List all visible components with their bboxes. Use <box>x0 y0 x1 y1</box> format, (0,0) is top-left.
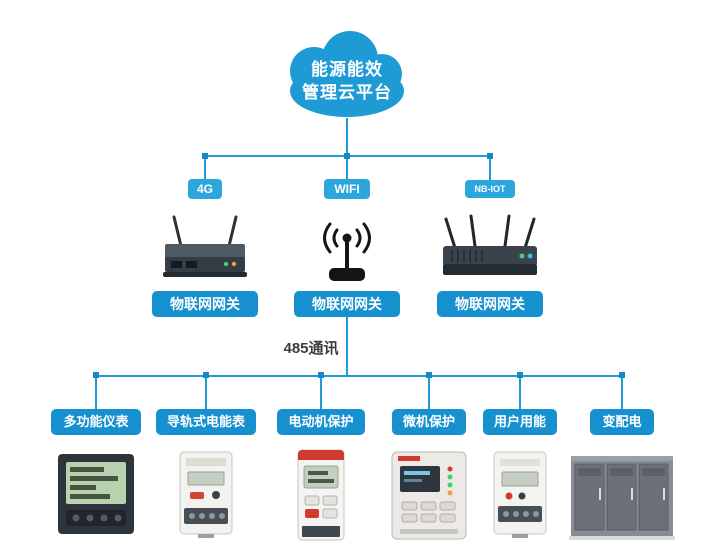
cellular-router-image <box>163 215 247 277</box>
connector-cloud-drop <box>346 118 348 156</box>
device-label-micro-protection: 微机保护 <box>392 409 466 435</box>
connector-485-bus <box>95 375 624 377</box>
nbiot-router-image <box>443 214 537 275</box>
junction-dot <box>426 372 432 378</box>
connector-gateway-to-bus <box>346 317 348 376</box>
gateway-label-nbiot: 物联网网关 <box>437 291 543 317</box>
device-label-motor-protection: 电动机保护 <box>277 409 365 435</box>
badge-nb-iot: NB-IOT <box>465 180 515 198</box>
device-label-user-energy: 用户用能 <box>483 409 557 435</box>
badge-wifi: WIFI <box>324 179 370 199</box>
cloud-icon <box>290 31 404 117</box>
gateway-label-wifi: 物联网网关 <box>294 291 400 317</box>
junction-dot <box>487 153 493 159</box>
wifi-antenna-image <box>323 222 371 281</box>
junction-dot <box>93 372 99 378</box>
din-rail-energy-meter-image <box>179 451 233 538</box>
connector-drop-device4 <box>428 377 430 409</box>
gateway-label-4g: 物联网网关 <box>152 291 258 317</box>
junction-dot <box>344 153 350 159</box>
multifunction-meter-image <box>58 454 134 534</box>
device-label-din-rail-meter: 导轨式电能表 <box>156 409 256 435</box>
connector-drop-nbiot <box>489 157 491 180</box>
junction-dot <box>517 372 523 378</box>
connector-drop-device2 <box>205 377 207 409</box>
power-distribution-cabinets-image <box>569 456 675 540</box>
cloud-title-line2: 管理云平台 <box>302 83 392 102</box>
bus-485-label: 485通讯 <box>283 340 339 357</box>
microcomputer-protector-image <box>391 451 467 540</box>
user-energy-meter-image <box>493 451 547 538</box>
connector-drop-device5 <box>519 377 521 409</box>
connector-drop-device1 <box>95 377 97 409</box>
cloud-platform-title: 能源能效 管理云平台 <box>272 58 422 104</box>
connector-drop-4g <box>204 157 206 179</box>
connector-drop-device3 <box>320 377 322 409</box>
device-label-distribution: 变配电 <box>590 409 654 435</box>
junction-dot <box>619 372 625 378</box>
connector-drop-wifi <box>346 157 348 179</box>
junction-dot <box>203 372 209 378</box>
junction-dot <box>202 153 208 159</box>
badge-4g: 4G <box>188 179 222 199</box>
connector-drop-device6 <box>621 377 623 409</box>
junction-dot <box>318 372 324 378</box>
cloud-title-line1: 能源能效 <box>311 60 383 79</box>
motor-protector-image <box>297 449 345 541</box>
device-label-multifunction-meter: 多功能仪表 <box>51 409 141 435</box>
